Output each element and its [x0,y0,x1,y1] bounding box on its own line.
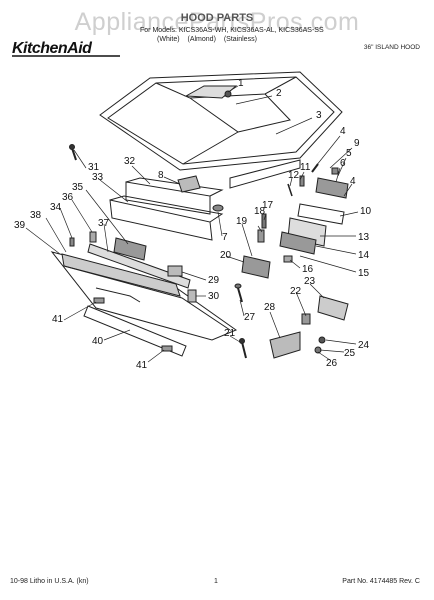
callout-8: 8 [158,170,164,181]
grease-filter [83,305,187,357]
lamp-tube [87,243,191,289]
hood-vent [184,85,238,99]
callout-21: 21 [224,328,236,339]
callout-20: 20 [220,250,232,261]
callout-32: 32 [124,156,136,167]
product-label: 36" ISLAND HOOD [363,44,420,51]
callout-6: 6 [340,158,346,169]
junction-box [315,177,349,199]
callout-10: 10 [360,206,372,217]
callout-15: 15 [358,268,370,279]
callout-34: 34 [50,202,62,213]
callout-27: 27 [244,312,256,323]
brand-logo: KitchenAid [12,40,92,57]
callout-9: 9 [354,138,360,149]
callout-1: 1 [238,78,244,89]
callout-18: 18 [254,206,266,217]
callout-12: 12 [288,170,300,181]
callout-2: 2 [276,88,282,99]
screw-1 [224,90,232,98]
callout-28: 28 [264,302,276,313]
part-8 [177,175,201,193]
callout-37: 37 [98,218,110,229]
callout-5: 5 [346,148,352,159]
callout-33: 33 [92,172,104,183]
callout-26: 26 [326,358,338,369]
callout-38: 38 [30,210,42,221]
ballast [113,237,147,261]
hood-canopy [99,71,343,171]
watermark: AppliancePartsPros.com [74,8,360,36]
callout-22: 22 [290,286,302,297]
leader-lines [25,85,359,363]
callout-25: 25 [344,348,356,359]
finish-line: (White) (Almond) (Stainless) [157,36,257,43]
callout-13: 13 [358,232,370,243]
callout-23: 23 [304,276,316,287]
callout-3: 3 [316,110,322,121]
callout-7: 7 [222,232,228,243]
duct-33 [109,199,213,241]
callout-39: 39 [14,220,26,231]
diagram-title: HOOD PARTS [180,12,254,24]
footer-part-number: Part No. 4174485 Rev. C [342,578,420,585]
parts-drawing [50,71,349,359]
callout-35: 35 [72,182,84,193]
part-7 [212,204,224,212]
callout-41: 41 [52,314,64,325]
callout-11: 11 [300,162,311,173]
models-line: For Models: KICS36AS-WH, KICS36AS-AL, KI… [140,27,324,34]
footer-page-number: 1 [214,578,218,585]
callout-41: 41 [136,360,148,371]
callout-24: 24 [358,340,370,351]
callout-14: 14 [358,250,370,261]
callout-29: 29 [208,275,220,286]
callout-16: 16 [302,264,314,275]
callout-36: 36 [62,192,74,203]
footer-litho: 10-98 Litho in U.S.A. (kn) [10,578,89,585]
callout-31: 31 [88,162,100,173]
callout-17: 17 [262,200,274,211]
callout-19: 19 [236,216,248,227]
control-box [241,255,271,279]
bracket-10 [297,203,345,225]
callout-4: 4 [340,126,346,137]
callout-40: 40 [92,336,104,347]
callout-30: 30 [208,291,220,302]
callout-4: 4 [350,176,356,187]
